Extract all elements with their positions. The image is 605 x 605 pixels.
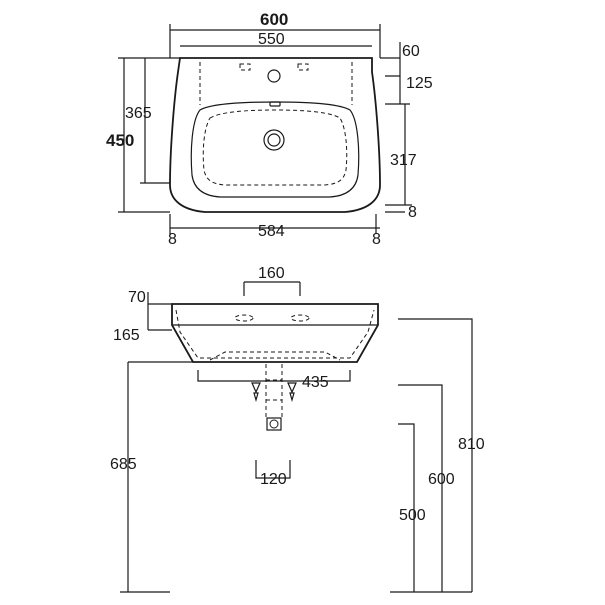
dim-810: 810 (458, 436, 485, 453)
dim-8-right-base: 8 (372, 231, 381, 248)
dim-line-685 (120, 362, 170, 593)
bracket-bolt-left (251, 382, 261, 403)
dim-line-435 (197, 370, 351, 382)
dim-line-125 (385, 76, 410, 105)
dim-line-365 (140, 58, 170, 184)
bowl-hidden-line (202, 109, 348, 186)
dim-line-600-front (398, 384, 443, 592)
dim-365: 365 (125, 105, 152, 122)
basin-front-inner-line (175, 309, 375, 359)
dim-584: 584 (258, 223, 285, 240)
front-view: 160 70 165 435 120 685 810 600 500 (110, 265, 485, 593)
dim-500: 500 (399, 507, 426, 524)
dim-line-70 (147, 292, 172, 331)
dim-8-left: 8 (168, 231, 177, 248)
dim-60: 60 (402, 43, 420, 60)
dim-450: 450 (106, 131, 134, 150)
dim-125: 125 (406, 75, 433, 92)
dim-685: 685 (110, 456, 137, 473)
drain-outer (263, 129, 285, 151)
dim-line-500 (398, 423, 415, 592)
dim-line-120 (255, 460, 291, 479)
dim-line-600 (169, 24, 381, 58)
waste-trap (266, 417, 282, 431)
tap-hole-left (234, 314, 254, 322)
dim-line-60 (380, 42, 401, 77)
dim-550: 550 (258, 31, 285, 48)
dim-line-317 (385, 104, 412, 206)
overflow-slot (269, 101, 281, 107)
dim-70: 70 (128, 289, 146, 306)
dim-165: 165 (113, 327, 140, 344)
dim-317: 317 (390, 152, 417, 169)
dim-600-front: 600 (428, 471, 455, 488)
waste-pipe (265, 364, 283, 420)
dim-120: 120 (260, 471, 287, 488)
waste-trap-center (269, 419, 279, 429)
dim-160: 160 (258, 265, 285, 282)
tap-hole (267, 69, 281, 83)
top-view: 600 550 60 125 317 8 450 365 8 584 8 (106, 10, 433, 248)
basin-inner-arch (209, 351, 341, 361)
dim-line-810 (390, 318, 473, 593)
dim-line-584 (169, 214, 380, 234)
tap-hole-right (290, 314, 310, 322)
dim-435: 435 (302, 374, 329, 391)
dim-line-450 (118, 57, 180, 213)
dim-600: 600 (260, 10, 288, 29)
basin-front-outline (171, 303, 379, 363)
dim-8-right: 8 (408, 204, 417, 221)
dim-line-160 (243, 281, 301, 296)
tap-hole-marker-left (239, 63, 251, 71)
basin-outline (169, 57, 381, 213)
drain-inner (267, 133, 281, 147)
bracket-bolt-right (287, 382, 297, 403)
tap-hole-marker-right (297, 63, 309, 71)
